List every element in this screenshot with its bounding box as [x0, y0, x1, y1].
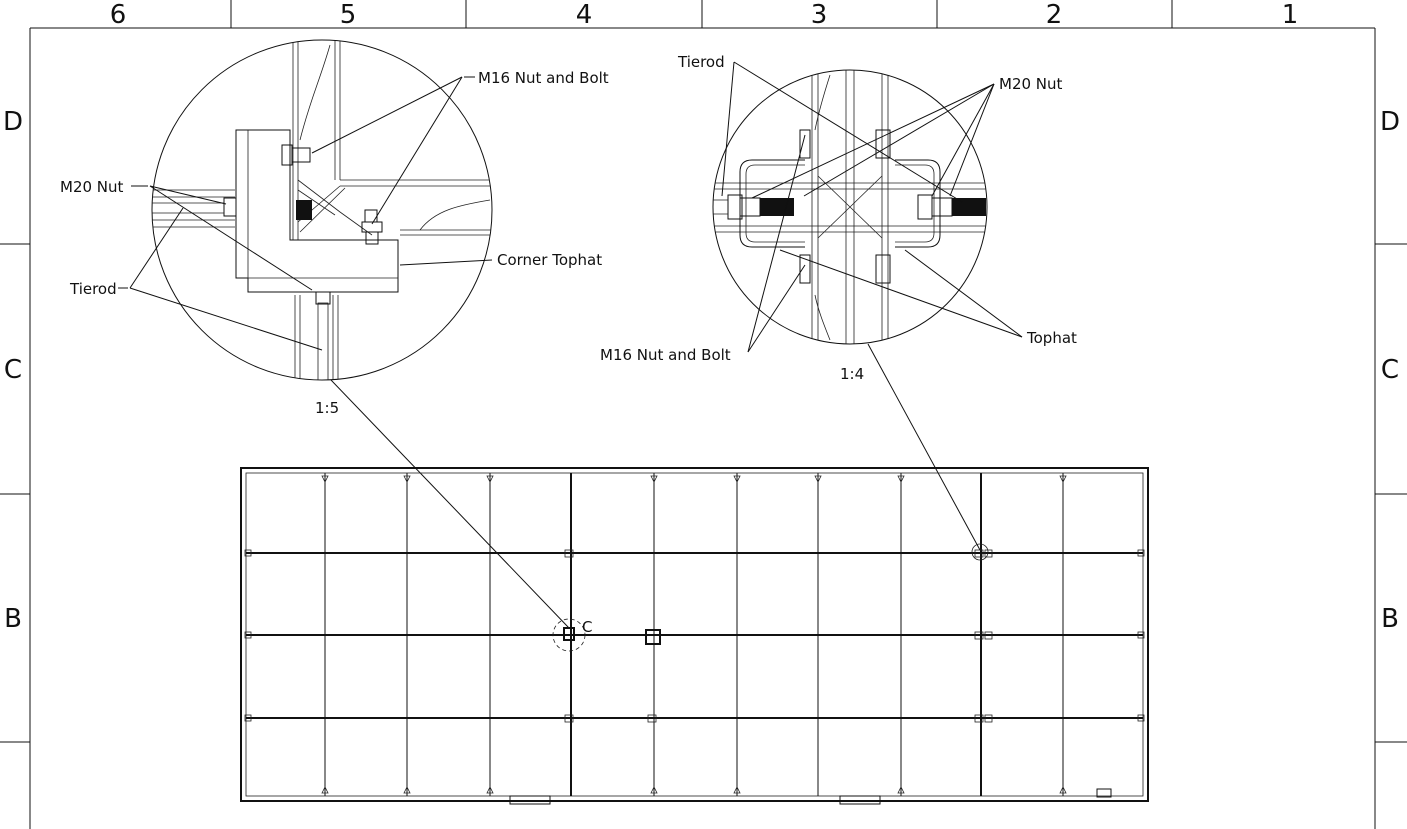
callout-right-m16: M16 Nut and Bolt [600, 346, 731, 364]
callout-right-m20: M20 Nut [999, 75, 1063, 93]
callout-corner-tophat: Corner Tophat [497, 251, 602, 269]
scale-left: 1:5 [315, 399, 339, 417]
detail-left-leaders [129, 76, 570, 629]
callout-left-m16: M16 Nut and Bolt [478, 69, 609, 87]
callout-tophat: Tophat [1026, 329, 1077, 347]
zone-col-5: 5 [340, 0, 357, 30]
plan-detail-marker: C [582, 618, 592, 636]
zone-row-d-right: D [1380, 107, 1400, 137]
zone-col-4: 4 [576, 0, 593, 30]
detail-view-corner [151, 39, 493, 381]
zone-col-6: 6 [110, 0, 127, 30]
zone-row-b-right: B [1381, 604, 1399, 634]
zone-row-b-left: B [4, 604, 22, 634]
zone-row-d-left: D [3, 107, 23, 137]
zone-col-2: 2 [1046, 0, 1063, 30]
callout-left-tierod: Tierod [69, 280, 117, 298]
detail-right-leaders [721, 61, 1023, 551]
scale-right: 1:4 [840, 365, 864, 383]
callout-left-m20: M20 Nut [60, 178, 124, 196]
plan-view [240, 467, 1149, 805]
detail-view-cross [712, 69, 988, 345]
zone-col-3: 3 [811, 0, 828, 30]
zone-col-1: 1 [1282, 0, 1299, 30]
zone-row-c-left: C [4, 355, 22, 385]
callout-right-tierod: Tierod [677, 53, 725, 71]
zone-row-c-right: C [1381, 355, 1399, 385]
